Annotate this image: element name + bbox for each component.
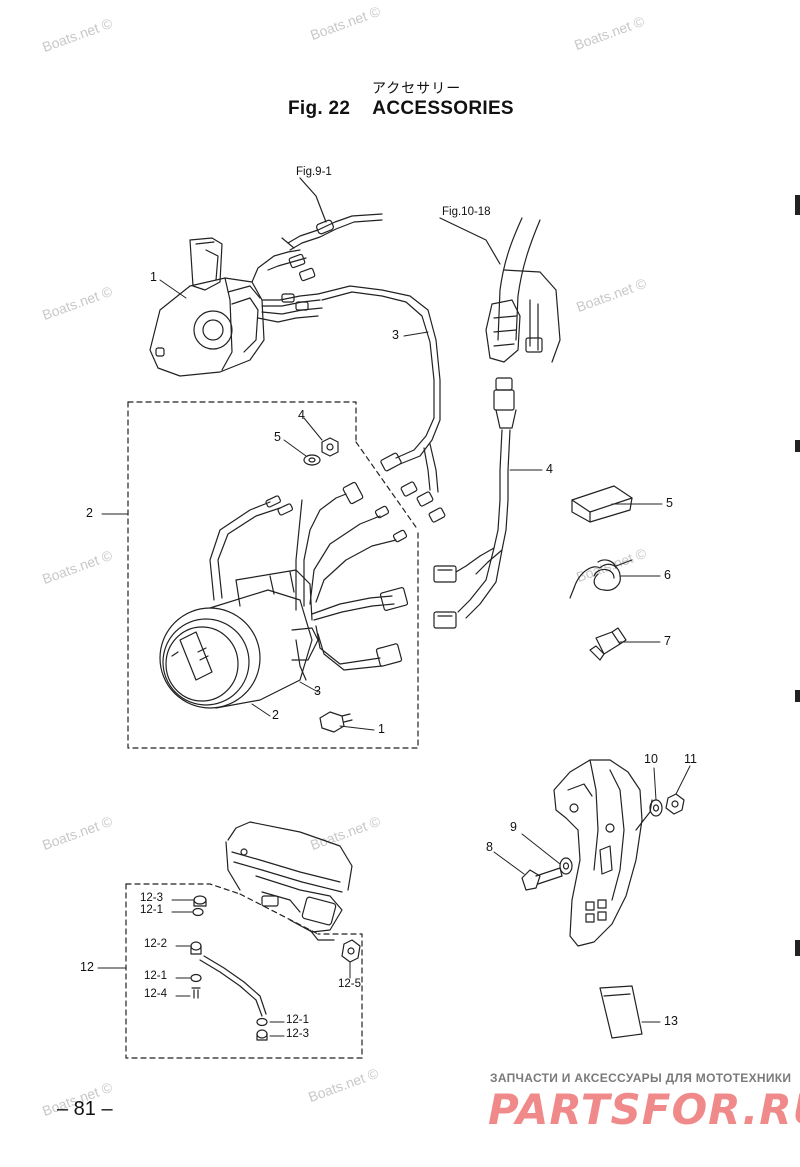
- callout-12-1-mid: 12-1: [144, 970, 168, 982]
- washer: [303, 454, 321, 466]
- callout-gauge-harness: 3: [314, 684, 321, 698]
- engine-harness-fig10-18: [439, 217, 561, 363]
- grommet-nuts: [190, 895, 361, 1041]
- edge-mark: [795, 440, 800, 452]
- bolt: [521, 867, 563, 891]
- edge-mark: [795, 195, 800, 215]
- callout-12-4: 12-4: [144, 988, 168, 1000]
- footer-tagline: ЗАПЧАСТИ И АКСЕССУАРЫ ДЛЯ МОТОТЕХНИКИ: [490, 1071, 792, 1085]
- spring-clip: [569, 559, 633, 599]
- page-number: – 81 –: [57, 1098, 113, 1120]
- leader-lines: [97, 279, 691, 1037]
- callout-spring-clip: 6: [664, 568, 671, 582]
- callout-bulb: 1: [378, 722, 385, 736]
- figure-name: ACCESSORIES: [372, 98, 514, 119]
- footer-brand-logo: PARTSFOR.RU: [488, 1085, 800, 1134]
- group-2-outline: [127, 401, 357, 443]
- reference-fig10-18: Fig.10-18: [442, 206, 491, 218]
- gauge-wiring: [209, 481, 409, 681]
- callout-bracket-washer: 10: [644, 752, 658, 766]
- bracket-nut: [665, 793, 685, 815]
- figure-number: Fig. 22: [288, 98, 351, 119]
- callout-remote-control: 1: [150, 270, 157, 284]
- callout-washer: 5: [274, 430, 281, 444]
- remote-control-box: [149, 237, 267, 377]
- callout-cylinder-fitting: 7: [664, 634, 671, 648]
- callout-12-3-lower: 12-3: [286, 1028, 310, 1040]
- mounting-bracket: [553, 759, 653, 947]
- reference-fig9-1: Fig.9-1: [296, 166, 332, 178]
- callout-gauge: 2: [272, 708, 279, 722]
- callout-12-1-lower: 12-1: [286, 1014, 310, 1026]
- edge-mark: [795, 690, 800, 702]
- wiring-harness-main: [257, 249, 446, 523]
- oil-pipe: [199, 955, 267, 1017]
- callout-12-2: 12-2: [144, 938, 168, 950]
- callout-12-1-upper: 12-1: [140, 904, 164, 916]
- hour-meter-gauge: [159, 569, 319, 709]
- cylinder-fitting: [589, 627, 627, 661]
- meter-bulb: [319, 711, 353, 733]
- group-12-outline: [125, 883, 241, 895]
- callout-meter-group: 2: [86, 506, 93, 520]
- callout-12-3-upper: 12-3: [140, 892, 164, 904]
- callout-bracket-nut: 11: [684, 752, 697, 766]
- callout-harness-main: 3: [392, 328, 399, 342]
- callout-bolt: 8: [486, 840, 493, 854]
- wiring-connector-fig9-1: [281, 177, 383, 251]
- clamp-pad: [571, 485, 633, 523]
- top-cowl-outline: [225, 821, 353, 941]
- callout-extension-harness: 4: [546, 462, 553, 476]
- bracket-washer: [559, 857, 573, 875]
- nut: [321, 437, 339, 457]
- figure-title: Fig. 22 ACCESSORIES: [288, 98, 514, 120]
- bracket-washer-upper: [649, 799, 663, 817]
- callout-12-5: 12-5: [338, 978, 362, 990]
- callout-washer-bolt: 9: [510, 820, 517, 834]
- callout-decal: 13: [664, 1014, 678, 1028]
- title-japanese: アクセサリー: [372, 81, 462, 97]
- callout-group-12: 12: [80, 960, 94, 974]
- extension-harness: [433, 377, 517, 629]
- edge-mark: [795, 940, 800, 956]
- callout-clamp-pad: 5: [666, 496, 673, 510]
- callout-nut: 4: [298, 408, 305, 422]
- decal-sheet: [599, 985, 643, 1039]
